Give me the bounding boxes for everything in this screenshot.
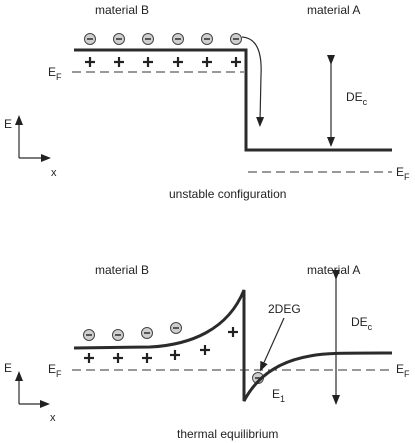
top-conduction-band <box>74 48 392 152</box>
top-electrons <box>84 33 242 45</box>
bottom-donor-ions <box>84 327 238 363</box>
top-panel: material B material A EF EF <box>4 3 410 201</box>
top-ef-left-label: EF <box>48 65 62 82</box>
top-axes-icon <box>15 115 51 162</box>
bottom-caption: thermal equilibrium <box>177 427 278 441</box>
top-material-b-label: material B <box>95 3 149 17</box>
bottom-delta-ec-label: DEc <box>351 315 373 332</box>
top-axis-x-label: x <box>51 167 57 179</box>
bottom-material-b-label: material B <box>95 263 149 277</box>
top-axis-e-label: E <box>4 117 12 131</box>
bottom-axes-icon <box>15 371 50 408</box>
top-delta-ec-label: DEc <box>346 90 368 107</box>
bottom-material-a-label: material A <box>307 263 360 277</box>
bottom-panel: material B material A EF EF 2DEG <box>4 263 410 441</box>
electron-transfer-arrow <box>241 36 265 127</box>
top-donor-ions <box>85 57 241 67</box>
2deg-label: 2DEG <box>268 302 301 316</box>
bottom-ef-left-label: EF <box>48 362 62 379</box>
2deg-pointer-arrow <box>259 317 285 372</box>
bottom-axis-e-label: E <box>4 361 12 375</box>
e1-label: E1 <box>272 387 285 404</box>
top-caption: unstable configuration <box>169 187 286 201</box>
top-material-a-label: material A <box>307 3 360 17</box>
top-ef-right-label: EF <box>396 165 410 182</box>
bottom-ef-right-label: EF <box>396 362 410 379</box>
bottom-axis-x-label: x <box>50 412 56 424</box>
bottom-conduction-band <box>73 289 393 402</box>
